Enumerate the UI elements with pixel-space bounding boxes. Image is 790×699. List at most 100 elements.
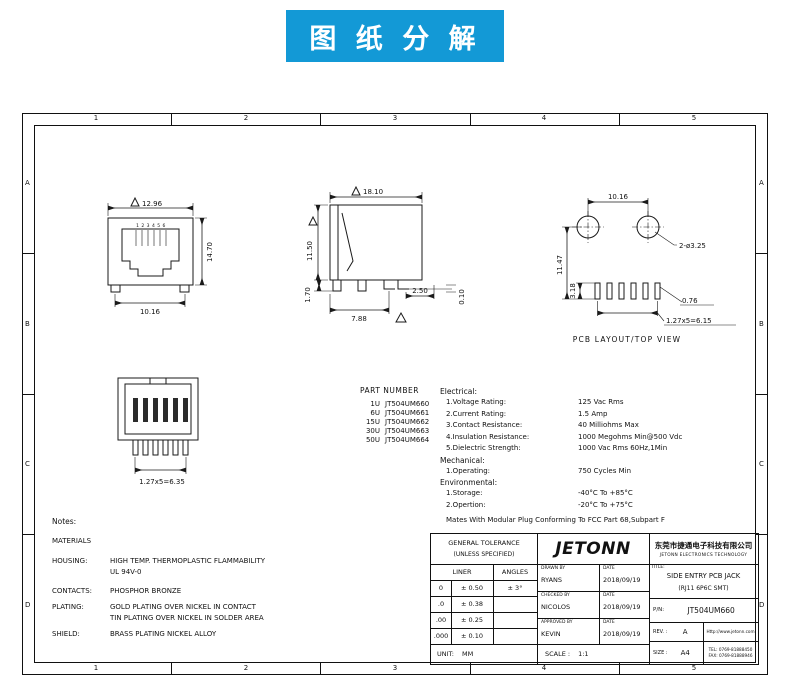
website: Http://www.jetonn.com bbox=[706, 629, 755, 634]
spec-row: 1.Operating:750 Cycles Min bbox=[440, 466, 716, 478]
revision-triangle-icon bbox=[395, 311, 407, 323]
tolerance-value: ± 0.38 bbox=[461, 600, 483, 608]
zone-row-label: D bbox=[759, 601, 765, 609]
rev-label: REV. : bbox=[653, 628, 668, 635]
zone-col-label: 1 bbox=[93, 664, 99, 672]
part-number-header: PART NUMBER bbox=[360, 386, 419, 395]
front-pin-numbers: 1 2 3 4 5 6 bbox=[136, 223, 166, 229]
spec-value: 1000 Megohms Min@500 Vdc bbox=[578, 432, 683, 441]
size-cell: SIZE : A4 bbox=[649, 641, 703, 664]
company-name-en: JETONN ELECTRONICS TECHNOLOGY bbox=[659, 553, 748, 558]
zone-row-label: A bbox=[759, 179, 764, 187]
bottom-view-contacts bbox=[133, 398, 188, 422]
plating-code: 1U bbox=[370, 400, 380, 408]
zone-tick bbox=[470, 113, 471, 125]
liner-header: LINER bbox=[452, 568, 472, 576]
housing-value: HIGH TEMP. THERMOPLASTIC FLAMMABILITY bbox=[110, 557, 266, 565]
company-name-cn: 东莞市捷通电子科技有限公司 bbox=[654, 541, 753, 550]
grid-line bbox=[431, 612, 537, 613]
shield-label: SHIELD: bbox=[52, 630, 80, 638]
spec-row: 5.Dielectric Strength:1000 Vac Rms 60Hz,… bbox=[440, 443, 716, 455]
scale-value: 1:1 bbox=[578, 650, 589, 658]
grid-line bbox=[649, 598, 758, 599]
jetonn-logo: JETONN bbox=[537, 534, 649, 564]
front-view: 12.96 14.70 10.16 1 2 3 4 5 6 bbox=[107, 196, 214, 316]
front-dim-width-top: 12.96 bbox=[142, 200, 163, 208]
scale-label: SCALE : bbox=[545, 650, 571, 658]
general-tolerance-subtitle: (UNLESS SPECIFIED) bbox=[453, 551, 515, 558]
zone-col-label: 4 bbox=[541, 114, 547, 122]
rev-cell: REV. : A bbox=[649, 622, 703, 641]
side-dim-width: 18.10 bbox=[363, 188, 383, 196]
side-dim-coplanarity: 0.10 bbox=[458, 289, 466, 305]
title-block: GENERAL TOLERANCE (UNLESS SPECIFIED) LIN… bbox=[430, 533, 759, 665]
spec-label: 3.Contact Resistance: bbox=[446, 421, 523, 429]
part-number: JT504UM662 bbox=[385, 418, 430, 426]
zone-col-label: 5 bbox=[691, 114, 697, 122]
sign-role: CHECKED BY bbox=[541, 593, 570, 598]
zone-tick bbox=[171, 113, 172, 125]
tolerance-range: .00 bbox=[435, 616, 447, 624]
grid-line bbox=[649, 534, 650, 664]
sign-role: DRAWN BY bbox=[541, 566, 566, 571]
notes-block: Notes: MATERIALS HOUSING: HIGH TEMP. THE… bbox=[52, 517, 392, 657]
sign-date: 2018/09/19 bbox=[603, 576, 641, 584]
zone-tick bbox=[171, 663, 172, 675]
unit-cell: UNIT: MM bbox=[431, 644, 537, 664]
banner: 图 纸 分 解 bbox=[286, 10, 504, 62]
side-view: 18.10 11.50 2.50 0.10 1.70 7.88 bbox=[304, 185, 466, 323]
tolerance-range: .0 bbox=[437, 600, 445, 608]
unit-label: UNIT: bbox=[437, 650, 454, 658]
spec-value: 1.5 Amp bbox=[578, 409, 608, 418]
pcb-dim-hole-span: 10.16 bbox=[608, 193, 629, 201]
revision-triangle-icon bbox=[130, 196, 140, 207]
unit-value: MM bbox=[461, 650, 474, 658]
size-label: SIZE : bbox=[653, 649, 668, 656]
spec-label: 2.Opertion: bbox=[446, 500, 486, 509]
specs-footnote: Mates With Modular Plug Conforming To FC… bbox=[446, 516, 665, 524]
zone-tick bbox=[320, 113, 321, 125]
specs-heading-environmental: Environmental: bbox=[440, 478, 498, 487]
tolerance-value: ± 0.50 bbox=[461, 584, 483, 592]
zone-col-label: 3 bbox=[392, 664, 398, 672]
sign-date-label: DATE bbox=[603, 566, 615, 571]
rev-value: A bbox=[682, 627, 688, 636]
front-extension-lines bbox=[107, 203, 207, 307]
grid-line bbox=[451, 580, 452, 644]
logo-text: JETONN bbox=[555, 539, 631, 559]
general-tolerance-title: GENERAL TOLERANCE bbox=[448, 538, 520, 547]
spec-row: 3.Contact Resistance:40 Milliohms Max bbox=[440, 420, 716, 432]
grid-line bbox=[537, 591, 649, 592]
part-number-row: 1U JT504UM660 bbox=[360, 400, 429, 409]
grid-line bbox=[431, 644, 649, 645]
fax: FAX: 0769-81888946 bbox=[708, 653, 753, 658]
zone-col-label: 2 bbox=[243, 114, 249, 122]
zone-tick bbox=[619, 113, 620, 125]
grid-line bbox=[537, 618, 649, 619]
housing-value: UL 94V-0 bbox=[110, 568, 142, 576]
size-value: A4 bbox=[680, 648, 690, 657]
spec-row: 1.Storage:-40°C To +85°C bbox=[440, 488, 716, 500]
spec-label: 1.Storage: bbox=[446, 489, 483, 497]
drawing-canvas: 12.96 14.70 10.16 1 2 3 4 5 6 bbox=[107, 185, 736, 486]
part-number: JT504UM660 bbox=[385, 400, 430, 408]
zone-col-label: 4 bbox=[541, 664, 547, 672]
tolerance-range: 0 bbox=[438, 584, 444, 592]
grid-line bbox=[493, 564, 494, 644]
spec-label: 1.Voltage Rating: bbox=[446, 398, 507, 406]
contacts-label: CONTACTS: bbox=[52, 587, 92, 595]
housing-label: HOUSING: bbox=[52, 557, 88, 565]
zone-tick bbox=[619, 663, 620, 675]
zone-row-label: C bbox=[759, 460, 764, 468]
pcb-view-caption: PCB LAYOUT/TOP VIEW bbox=[573, 335, 682, 344]
zone-tick bbox=[470, 663, 471, 675]
spec-label: 1.Operating: bbox=[446, 466, 491, 475]
angle-tolerance: ± 3° bbox=[507, 584, 523, 592]
zone-tick bbox=[756, 253, 768, 254]
contact-cell: TEL: 0769-81888450 FAX: 0769-81888946 bbox=[703, 641, 758, 664]
pcb-dim-height: 11.47 bbox=[556, 255, 564, 275]
sign-date-label: DATE bbox=[603, 620, 615, 625]
pcb-dim-pad-width: 0.76 bbox=[682, 297, 698, 305]
pcb-extension-lines bbox=[562, 198, 736, 326]
